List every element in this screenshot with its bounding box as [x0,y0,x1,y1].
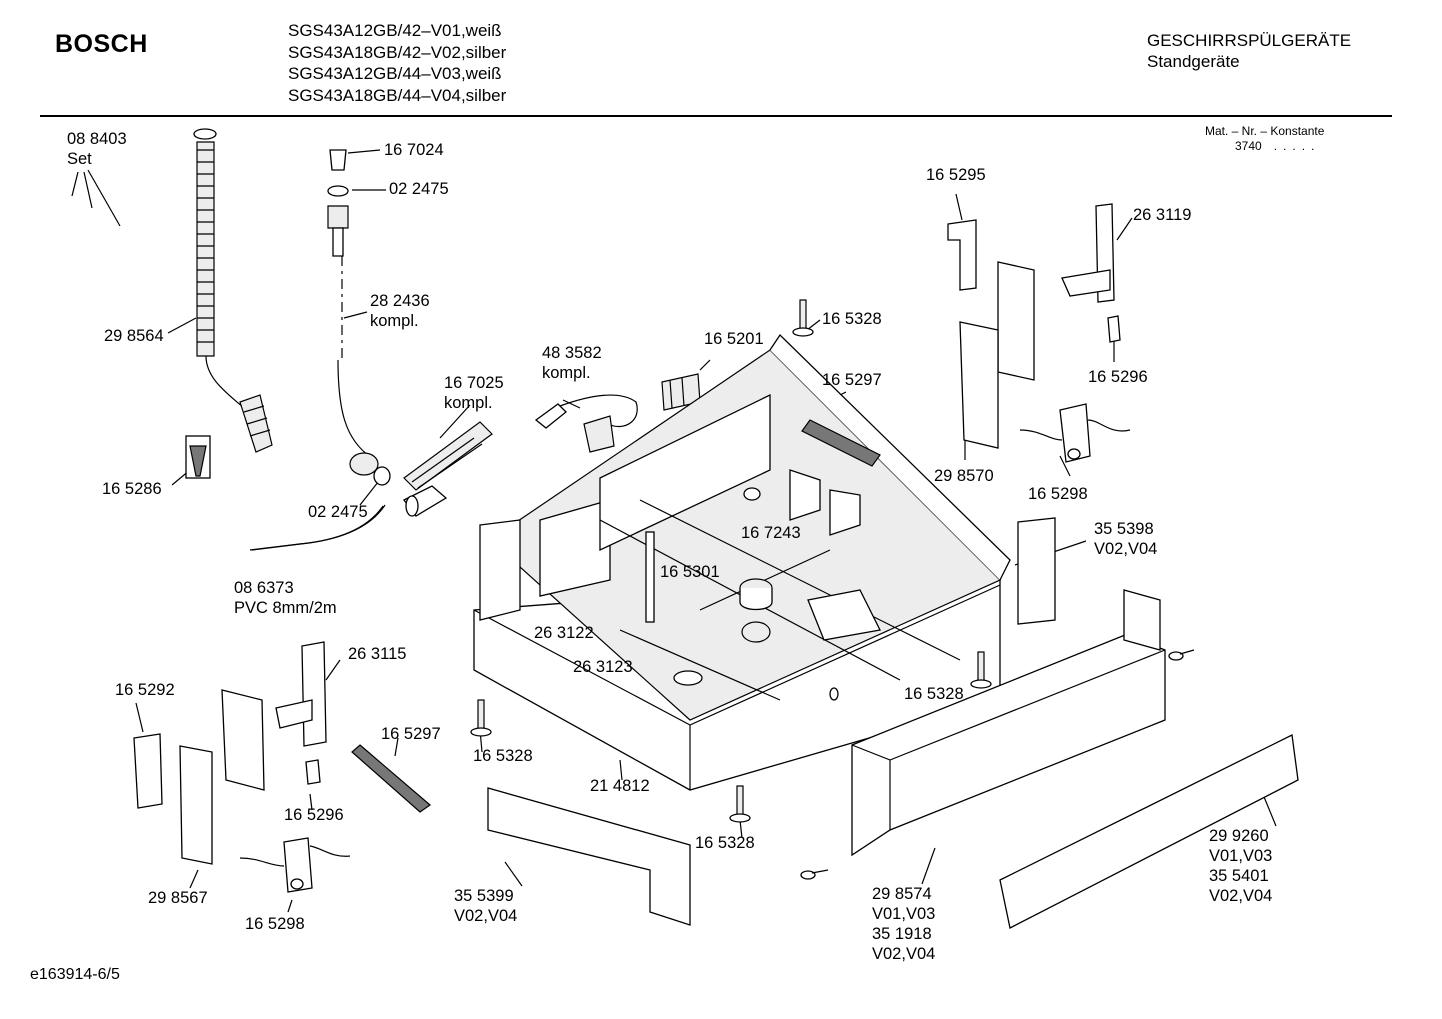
brand-logo: BOSCH [55,30,148,58]
drain-hose [193,128,273,453]
bracket-right [947,203,1121,449]
material-dots: ..... [1273,139,1321,153]
part-label-26-3122: 26 3122 [534,624,594,642]
screw [1168,649,1195,661]
side-panel [1017,517,1056,625]
part-label-21-4812: 21 4812 [590,777,650,795]
pressure-switch [1019,403,1131,463]
part-label-02-2475-bottom: 02 2475 [308,503,368,521]
model-item: SGS43A18GB/44–V04,silber [288,85,507,105]
part-label-16-5301: 16 5301 [660,563,720,581]
material-constant: Mat. – Nr. – Konstante 3740..... [1205,124,1324,154]
screw [729,785,751,823]
material-label: Mat. – Nr. – Konstante [1205,124,1325,138]
hose-clip [185,435,211,479]
header-divider [40,115,1392,117]
document-code: e163914-6/5 [30,966,120,983]
part-label-02-2475-top: 02 2475 [389,180,449,198]
model-item: SGS43A12GB/44–V03,weiß [288,64,502,83]
part-label-26-3119: 26 3119 [1133,206,1192,224]
connector-block [661,373,701,411]
bracket-left [133,641,327,865]
part-label-16-5297-top: 16 5297 [822,371,882,389]
category-subtitle: Standgeräte [1147,52,1240,71]
material-value: 3740 [1235,139,1262,153]
pressure-switch-left [239,837,351,893]
plinth-panel [487,787,691,926]
part-label-29-8564: 29 8564 [104,327,164,345]
part-label-16-5286: 16 5286 [102,480,162,498]
part-label-16-5292: 16 5292 [115,681,175,699]
part-label-16-5297-bottom: 16 5297 [381,725,441,743]
part-label-16-5296-bottom: 16 5296 [284,806,344,824]
heater-element [351,419,881,813]
material-value-row: 3740..... [1205,139,1324,154]
model-item: SGS43A12GB/42–V01,weiß [288,21,502,40]
part-label-16-5298-bottom: 16 5298 [245,915,305,933]
part-label-16-5328-right: 16 5328 [904,685,964,703]
model-item: SGS43A18GB/42–V02,silber [288,42,507,62]
part-label-16-5328-left: 16 5328 [473,747,533,765]
plinth-cover [999,734,1299,929]
part-label-26-3115: 26 3115 [348,645,407,663]
side-cover [1123,589,1161,651]
part-label-16-5298-top: 16 5298 [1028,485,1088,503]
cable-harness [534,394,638,453]
screw [800,869,829,880]
screw [970,651,992,689]
screw [470,699,492,737]
screw [792,299,814,337]
part-label-16-5201: 16 5201 [704,330,764,348]
inlet-connector [327,149,391,486]
part-label-16-5328-bottom: 16 5328 [695,834,755,852]
part-label-16-5296-top: 16 5296 [1088,368,1148,386]
category-title: GESCHIRRSPÜLGERÄTE [1147,31,1352,50]
valve-assembly [403,421,493,517]
model-list: SGS43A12GB/42–V01,weiß SGS43A18GB/42–V02… [288,20,506,106]
part-label-16-7243: 16 7243 [741,524,801,542]
part-label-16-5295: 16 5295 [926,166,986,184]
part-label-29-8570: 29 8570 [934,467,994,485]
category-block: GESCHIRRSPÜLGERÄTE Standgeräte [1147,30,1351,72]
part-label-26-3123: 26 3123 [573,658,633,676]
part-label-29-8567: 29 8567 [148,889,208,907]
part-label-16-5328-top: 16 5328 [822,310,882,328]
base-tub [473,333,1011,791]
pvc-tube [249,504,386,551]
part-label-16-7024: 16 7024 [384,141,444,159]
